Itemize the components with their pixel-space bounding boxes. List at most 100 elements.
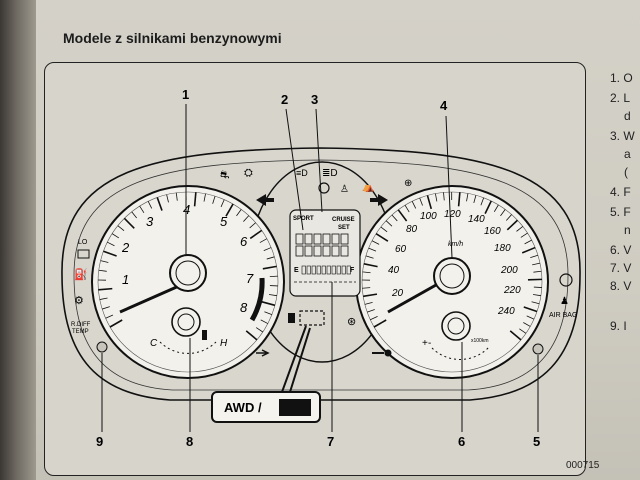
temperature-gauge bbox=[171, 307, 201, 337]
speedometer-tick bbox=[419, 197, 423, 206]
tachometer-tick bbox=[225, 203, 234, 217]
speedometer-tick bbox=[509, 330, 522, 341]
speedometer-tick bbox=[373, 319, 387, 328]
fuel-bar-segment bbox=[301, 265, 306, 275]
fuel-bar-segment bbox=[321, 265, 326, 275]
tachometer-tick bbox=[269, 275, 278, 278]
speedometer-tick bbox=[397, 209, 408, 222]
speedometer-tick bbox=[363, 263, 378, 268]
temp-low-label: C bbox=[150, 338, 158, 349]
display-segment bbox=[340, 245, 349, 257]
tach-scale-1: 1 bbox=[122, 272, 129, 287]
speedometer-tick bbox=[530, 254, 539, 259]
display-segment bbox=[304, 245, 313, 257]
display-segment bbox=[331, 233, 340, 245]
speed-40: 40 bbox=[388, 265, 400, 276]
tachometer-tick bbox=[203, 193, 206, 202]
speedometer-tick bbox=[500, 209, 506, 217]
tachometer-tick bbox=[236, 209, 242, 217]
tachometer-tick bbox=[220, 199, 225, 208]
sport-indicator: SPORT bbox=[293, 216, 314, 222]
tach-scale-2: 2 bbox=[121, 240, 130, 255]
segment-readout bbox=[295, 233, 349, 257]
tachometer-tick bbox=[147, 201, 153, 209]
airbag-label: AIR BAG bbox=[549, 312, 577, 319]
legend-line: 9. I bbox=[610, 319, 627, 333]
tach-scale-6: 6 bbox=[240, 234, 248, 249]
tachometer-tick bbox=[259, 238, 268, 243]
reset-knob-left bbox=[96, 341, 108, 353]
awd-slip-icon bbox=[279, 399, 311, 416]
tach-scale-5: 5 bbox=[220, 214, 228, 229]
tachometer-tick bbox=[193, 192, 197, 207]
tachometer-tick bbox=[255, 327, 264, 333]
speedometer-tick bbox=[362, 271, 371, 274]
speedometer-tick bbox=[480, 197, 485, 206]
speedometer: 20 40 60 80 100 120 140 160 180 200 220 … bbox=[355, 185, 549, 379]
oil-pressure-icon: ⛽ bbox=[74, 268, 88, 281]
fuel-bar-segment bbox=[336, 265, 341, 275]
display-segment bbox=[295, 233, 304, 245]
rdiff-temp-label: TEMP bbox=[72, 329, 89, 335]
fuel-full-label: F bbox=[350, 267, 355, 274]
tachometer-tick bbox=[212, 196, 216, 204]
speed-120: 120 bbox=[444, 209, 461, 220]
speedometer-tick bbox=[365, 255, 374, 259]
speedometer-tick bbox=[531, 301, 540, 305]
speed-80: 80 bbox=[406, 224, 418, 235]
speed-180: 180 bbox=[494, 243, 511, 254]
callout-5: 5 bbox=[533, 434, 540, 449]
speed-240: 240 bbox=[497, 306, 515, 317]
tachometer-tick bbox=[107, 241, 115, 247]
speedometer-tick bbox=[506, 219, 519, 231]
rear-fog-icon: ⊕ bbox=[404, 178, 412, 189]
speedometer-tick bbox=[523, 322, 531, 327]
speedometer-tick bbox=[493, 204, 499, 212]
tachometer-tick bbox=[109, 319, 123, 328]
door-icon: ⛺ bbox=[362, 182, 374, 193]
book-binding-edge bbox=[0, 0, 40, 480]
legend-line: d bbox=[624, 109, 631, 123]
tachometer-tick bbox=[98, 269, 107, 272]
fuel-bar-segment bbox=[311, 265, 316, 275]
speedometer-tick bbox=[367, 309, 375, 313]
fuel-consumption-unit: x100km bbox=[471, 338, 489, 344]
fuel-bar-segment bbox=[346, 265, 351, 275]
tachometer-tick bbox=[249, 222, 256, 229]
speed-60: 60 bbox=[395, 244, 407, 255]
tach-scale-8: 8 bbox=[240, 300, 248, 315]
tachometer-tick bbox=[105, 314, 114, 319]
display-segment bbox=[340, 233, 349, 245]
speedometer-tick bbox=[435, 193, 438, 202]
legend-line: 6. V bbox=[610, 243, 632, 257]
fuel-level-bars bbox=[301, 265, 351, 275]
tachometer-tick bbox=[260, 319, 269, 324]
tachometer-tick bbox=[264, 311, 273, 315]
speedometer-tick bbox=[523, 306, 538, 313]
tachometer-tick bbox=[262, 265, 277, 270]
top-warning-lights: ⛐ ⛭ ≡D ≣D ♙ ⛺ ⊕ bbox=[220, 167, 412, 206]
speedometer-tick bbox=[375, 232, 389, 242]
tachometer-tick bbox=[266, 256, 275, 260]
tachometer-tick bbox=[117, 225, 125, 231]
fog-light-icon: ≡D bbox=[296, 168, 308, 178]
tachometer-tick bbox=[123, 217, 135, 229]
speed-unit: km/h bbox=[448, 241, 463, 248]
tachometer-tick bbox=[268, 294, 278, 297]
speedometer-hub bbox=[433, 257, 471, 295]
speed-220: 220 bbox=[503, 285, 521, 296]
legend-line: 1. O bbox=[610, 71, 633, 85]
speedometer-tick bbox=[371, 240, 380, 245]
left-turn-arrow-icon bbox=[256, 194, 274, 206]
legend-line: a bbox=[624, 147, 631, 161]
legend-line: 7. V bbox=[610, 261, 632, 275]
speedometer-tick bbox=[524, 239, 532, 245]
temp-arc bbox=[159, 341, 217, 354]
callout-8: 8 bbox=[186, 434, 193, 449]
speedometer-tick bbox=[505, 214, 512, 221]
cruise-indicator: CRUISE bbox=[332, 217, 355, 223]
tachometer-tick bbox=[131, 211, 137, 219]
tachometer-tick bbox=[103, 250, 117, 257]
fuel-bar-segment bbox=[326, 265, 331, 275]
tachometer-tick bbox=[100, 260, 109, 263]
